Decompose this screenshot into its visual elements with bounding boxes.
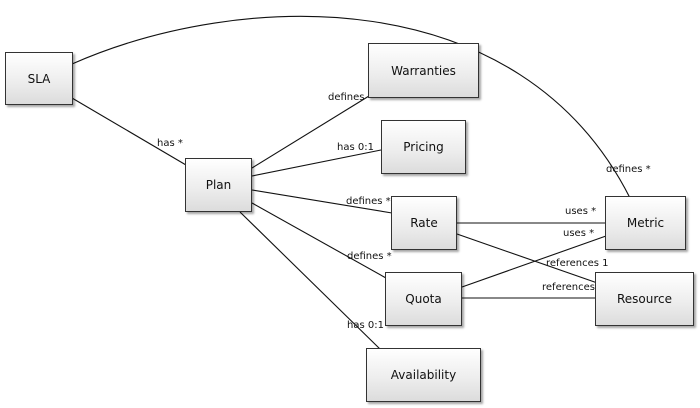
node-availability-label: Availability — [390, 368, 457, 382]
edge-plan-rate — [251, 189, 393, 214]
node-metric[interactable]: Metric — [605, 196, 686, 250]
edge-label-rate-metric: uses * — [565, 206, 596, 217]
node-rate[interactable]: Rate — [391, 196, 457, 250]
edge-plan-availability — [239, 211, 382, 351]
node-sla-label: SLA — [27, 71, 51, 86]
node-pricing[interactable]: Pricing — [381, 120, 466, 174]
node-quota[interactable]: Quota — [385, 272, 462, 326]
edge-label-rate-resource: references 1 — [546, 258, 609, 269]
edge-label-plan-quota: defines * — [347, 251, 392, 262]
node-warranties-label: Warranties — [391, 63, 456, 78]
node-warranties[interactable]: Warranties — [368, 43, 479, 98]
node-resource[interactable]: Resource — [595, 272, 694, 326]
node-rate-label: Rate — [410, 216, 438, 230]
edge-label-sla-plan: has * — [157, 138, 183, 149]
edge-label-plan-pricing: has 0:1 — [337, 142, 374, 153]
edge-plan-pricing — [251, 149, 382, 177]
node-plan[interactable]: Plan — [185, 158, 252, 212]
edge-label-plan-warranties: defines * — [328, 92, 373, 103]
edge-quota-metric — [461, 235, 607, 288]
node-availability[interactable]: Availability — [366, 348, 481, 402]
node-metric-label: Metric — [626, 216, 665, 230]
edge-rate-resource — [456, 233, 607, 287]
edge-label-sla-metric: defines * — [606, 164, 651, 175]
edge-label-plan-rate: defines * — [346, 196, 391, 207]
node-pricing-label: Pricing — [403, 140, 444, 154]
node-quota-label: Quota — [405, 292, 442, 306]
edge-label-plan-availability: has 0:1 — [347, 320, 384, 331]
node-resource-label: Resource — [616, 292, 673, 306]
edge-label-quota-metric: uses * — [563, 228, 594, 239]
edge-sla-plan — [71, 97, 187, 166]
node-sla[interactable]: SLA — [5, 52, 73, 105]
node-plan-label: Plan — [205, 178, 232, 192]
edge-label-quota-resource: references 1 — [542, 282, 605, 293]
edge-sla-metric — [71, 15, 631, 199]
edge-plan-warranties — [251, 95, 370, 169]
edge-plan-quota — [251, 202, 387, 279]
